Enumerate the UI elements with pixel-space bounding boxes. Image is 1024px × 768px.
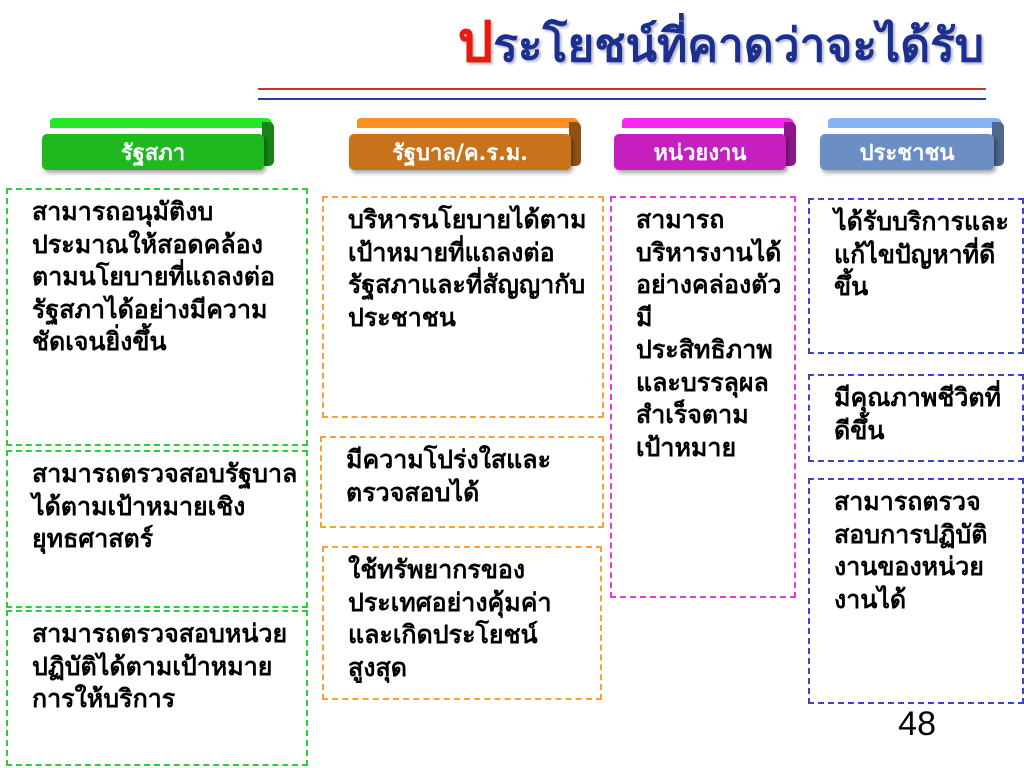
title-rest: ระโยชน์ที่คาดว่าจะได้รับ (493, 18, 984, 72)
header-agency-top (622, 118, 794, 128)
title-rule-red (258, 88, 986, 90)
page-number: 48 (898, 705, 936, 743)
citizens-benefit-2: มีคุณภาพชีวิตที่ดีขึ้น (808, 374, 1024, 462)
header-parliament-top (50, 118, 272, 128)
government-benefit-3: ใช้ทรัพยากรของประเทศอย่างคุ้มค่าและเกิดป… (322, 546, 602, 700)
citizens-benefit-3: สามารถตรวจสอบการปฏิบัติงานของหน่วยงานได้ (808, 478, 1024, 704)
header-parliament-label: รัฐสภา (42, 134, 264, 170)
header-agency: หน่วยงาน (614, 118, 796, 170)
header-government: รัฐบาล/ค.ร.ม. (349, 118, 581, 170)
government-benefit-2: มีความโปร่งใสและตรวจสอบได้ (320, 436, 604, 528)
header-citizens-label: ประชาชน (820, 134, 994, 170)
header-government-top (357, 118, 579, 128)
header-agency-side (784, 122, 796, 166)
header-citizens: ประชาชน (820, 118, 1004, 170)
header-government-label: รัฐบาล/ค.ร.ม. (349, 134, 571, 170)
header-agency-label: หน่วยงาน (614, 134, 786, 170)
government-benefit-1: บริหารนโยบายได้ตามเป้าหมายที่แถลงต่อรัฐส… (322, 196, 604, 418)
parliament-benefit-1: สามารถอนุมัติงบประมาณให้สอดคล้องตามนโยบา… (6, 188, 308, 446)
slide-title: ประโยชน์ที่คาดว่าจะได้รับ (458, 14, 984, 73)
parliament-benefit-3: สามารถตรวจสอบหน่วยปฏิบัติได้ตามเป้าหมายก… (6, 610, 308, 766)
citizens-benefit-1: ได้รับบริการและแก้ไขปัญหาที่ดีขึ้น (808, 198, 1024, 354)
header-citizens-top (828, 118, 1002, 128)
header-parliament: รัฐสภา (42, 118, 274, 170)
header-parliament-side (262, 122, 274, 166)
title-first-char: ป (457, 9, 494, 75)
parliament-benefit-2: สามารถตรวจสอบรัฐบาลได้ตามเป้าหมายเชิงยุท… (6, 450, 308, 608)
title-rule-blue (258, 98, 986, 100)
header-citizens-side (992, 122, 1004, 166)
agency-benefit-1: สามารถบริหารงานได้อย่างคล่องตัว มีประสิท… (610, 196, 796, 598)
header-government-side (569, 122, 581, 166)
